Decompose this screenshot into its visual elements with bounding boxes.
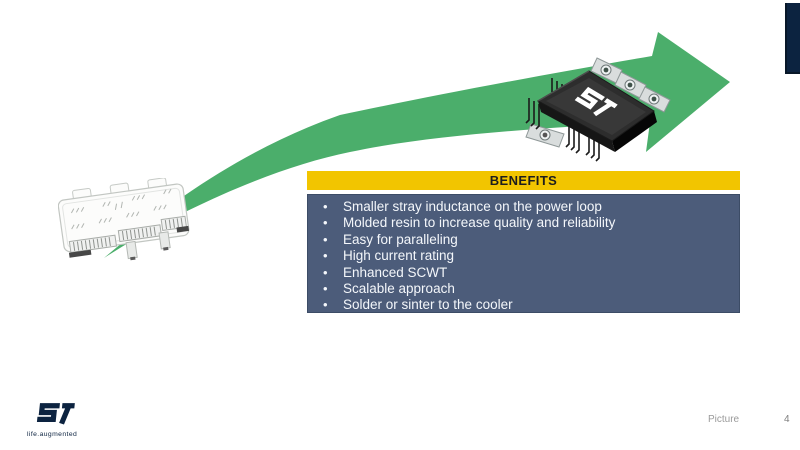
benefit-item: Enhanced SCWT	[308, 265, 739, 282]
benefit-item: High current rating	[308, 248, 739, 265]
benefits-list: Smaller stray inductance on the power lo…	[308, 199, 739, 314]
benefit-item: Smaller stray inductance on the power lo…	[308, 199, 739, 216]
st-logo-mark-on-module	[574, 86, 618, 117]
benefits-panel: BENEFITS Smaller stray inductance on the…	[307, 171, 740, 314]
st-logo-icon	[36, 403, 75, 425]
benefit-item: Molded resin to increase quality and rel…	[308, 215, 739, 232]
logo-tagline: life.augmented	[27, 431, 78, 438]
benefit-item: Easy for paralleling	[308, 232, 739, 249]
corner-accent-bar	[785, 3, 800, 74]
benefit-item: Scalable approach	[308, 281, 739, 298]
benefits-title: BENEFITS	[307, 171, 740, 190]
page-number: 4	[784, 414, 790, 425]
footer-caption: Picture	[708, 414, 740, 425]
benefit-item: Solder or sinter to the cooler	[308, 297, 739, 314]
benefits-body: Smaller stray inductance on the power lo…	[307, 194, 740, 314]
open-frame-power-module-image	[58, 178, 190, 261]
molded-power-module-image	[525, 57, 671, 162]
